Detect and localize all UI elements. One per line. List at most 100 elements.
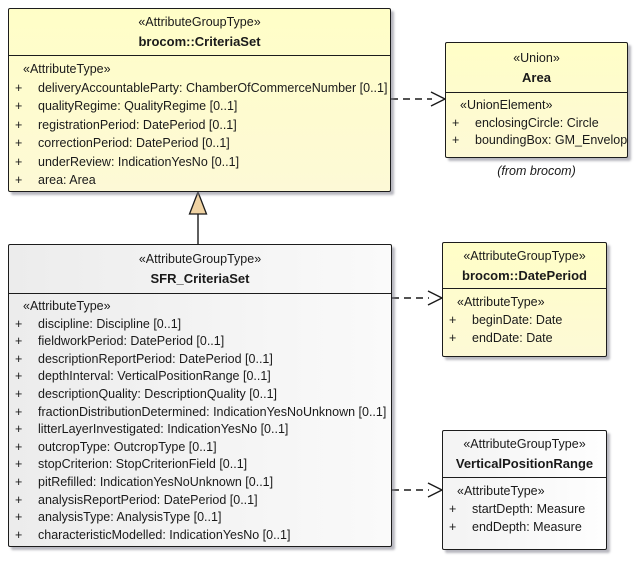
attribute-text: descriptionQuality: DescriptionQuality [… [38,386,277,401]
class-header: «AttributeGroupType» VerticalPositionRan… [443,431,606,478]
dependency-sfr-to-verticalpositionrange[interactable] [392,482,444,498]
attribute-row[interactable]: + stopCriterion: StopCriterionField [0..… [9,456,391,474]
visibility-plus: + [15,334,23,349]
attribute-text: characteristicModelled: IndicationYesNo … [38,527,291,542]
class-header: «AttributeGroupType» brocom::CriteriaSet [9,9,390,56]
class-name: brocom::CriteriaSet [138,34,261,49]
visibility-plus: + [15,439,23,454]
class-box-brocom-criteriaset[interactable]: «AttributeGroupType» brocom::CriteriaSet… [8,8,391,192]
class-box-verticalpositionrange[interactable]: «AttributeGroupType» VerticalPositionRan… [442,430,607,550]
attribute-row[interactable]: + area: Area [9,171,390,190]
generalization-sfr-to-criteriaset[interactable] [188,190,208,244]
attribute-row[interactable]: + pitRefilled: IndicationYesNoUnknown [0… [9,474,391,492]
attribute-row[interactable]: + characteristicModelled: IndicationYesN… [9,527,391,545]
attribute-text: pitRefilled: IndicationYesNoUnknown [0..… [38,474,274,489]
class-header: «AttributeGroupType» SFR_CriteriaSet [9,245,391,294]
attributes-compartment: «AttributeType» + deliveryAccountablePar… [9,56,390,190]
attribute-row[interactable]: + endDepth: Measure [443,518,606,536]
attribute-text: analysisReportPeriod: DatePeriod [0..1] [38,492,258,507]
class-header: «Union» Area [446,43,627,93]
visibility-plus: + [15,136,23,150]
attribute-text: qualityRegime: QualityRegime [0..1] [38,99,238,113]
attributes-compartment: «AttributeType» + beginDate: Date + endD… [443,289,606,347]
attribute-row[interactable]: + outcropType: OutcropType [0..1] [9,439,391,457]
attribute-text: litterLayerInvestigated: IndicationYesNo… [38,422,289,437]
class-name: SFR_CriteriaSet [150,271,250,286]
attribute-row[interactable]: + qualityRegime: QualityRegime [0..1] [9,97,390,116]
attribute-text: descriptionReportPeriod: DatePeriod [0..… [38,351,273,366]
visibility-plus: + [449,520,457,534]
attribute-text: discipline: Discipline [0..1] [38,316,182,331]
attribute-row[interactable]: + fractionDistributionDetermined: Indica… [9,404,391,422]
visibility-plus: + [15,351,23,366]
attribute-text: area: Area [38,173,96,187]
attribute-row[interactable]: + discipline: Discipline [0..1] [9,316,391,334]
attribute-text: analysisType: AnalysisType [0..1] [38,510,222,525]
attribute-row[interactable]: + registrationPeriod: DatePeriod [0..1] [9,116,390,135]
class-box-brocom-dateperiod[interactable]: «AttributeGroupType» brocom::DatePeriod … [442,242,607,357]
visibility-plus: + [452,115,460,130]
visibility-plus: + [15,474,23,489]
attribute-text: depthInterval: VerticalPositionRange [0.… [38,369,271,384]
attribute-text: enclosingCircle: Circle [475,115,599,130]
attribute-row[interactable]: + litterLayerInvestigated: IndicationYes… [9,421,391,439]
class-name: VerticalPositionRange [455,456,594,471]
dependency-sfr-to-dateperiod[interactable] [392,290,444,306]
attribute-section-label: «AttributeType» [457,295,545,309]
attribute-text: endDate: Date [472,331,553,345]
class-box-area-union[interactable]: «Union» Area «UnionElement» + enclosingC… [445,42,628,158]
visibility-plus: + [15,117,23,132]
attribute-row[interactable]: + beginDate: Date [443,311,606,329]
attribute-row[interactable]: + descriptionReportPeriod: DatePeriod [0… [9,351,391,369]
attributes-compartment: «UnionElement» + enclosingCircle: Circle… [446,93,627,150]
attribute-text: endDepth: Measure [472,520,582,534]
attributes-compartment: «AttributeType» + discipline: Discipline… [9,294,391,544]
visibility-plus: + [15,386,23,401]
visibility-plus: + [15,369,23,384]
visibility-plus: + [15,404,23,419]
attribute-text: beginDate: Date [472,313,563,327]
dependency-criteriaset-to-area[interactable] [391,91,447,107]
class-stereotype: «AttributeGroupType» [463,249,586,263]
class-box-sfr-criteriaset[interactable]: «AttributeGroupType» SFR_CriteriaSet «At… [8,244,392,547]
attribute-row[interactable]: + boundingBox: GM_Envelope [446,132,627,150]
attribute-row[interactable]: + fieldworkPeriod: DatePeriod [0..1] [9,333,391,351]
class-stereotype: «AttributeGroupType» [463,437,586,451]
attribute-row[interactable]: + descriptionQuality: DescriptionQuality… [9,386,391,404]
visibility-plus: + [15,173,23,187]
class-name: Area [522,70,551,85]
visibility-plus: + [452,133,460,147]
attribute-row[interactable]: + deliveryAccountableParty: ChamberOfCom… [9,79,390,98]
attribute-row[interactable]: + correctionPeriod: DatePeriod [0..1] [9,134,390,153]
visibility-plus: + [449,502,457,516]
class-stereotype: «AttributeGroupType» [138,252,262,266]
attributes-compartment: «AttributeType» + startDepth: Measure + … [443,478,606,536]
attribute-text: outcropType: OutcropType [0..1] [38,439,217,454]
class-stereotype: «AttributeGroupType» [138,15,261,29]
class-header: «AttributeGroupType» brocom::DatePeriod [443,243,606,289]
attribute-row[interactable]: + startDepth: Measure [443,500,606,518]
attribute-section-label: «UnionElement» [460,98,553,112]
attribute-row[interactable]: + underReview: IndicationYesNo [0..1] [9,153,390,172]
visibility-plus: + [15,510,23,525]
class-stereotype: «Union» [513,51,560,65]
attribute-row[interactable]: + enclosingCircle: Circle [446,115,627,133]
attribute-row[interactable]: + endDate: Date [443,329,606,347]
attribute-text: fieldworkPeriod: DatePeriod [0..1] [38,334,225,349]
attribute-text: registrationPeriod: DatePeriod [0..1] [38,117,237,132]
visibility-plus: + [15,527,23,542]
attribute-text: fractionDistributionDetermined: Indicati… [38,404,387,419]
attribute-row[interactable]: + analysisReportPeriod: DatePeriod [0..1… [9,492,391,510]
attribute-section-label: «AttributeType» [457,484,545,498]
visibility-plus: + [15,457,23,472]
visibility-plus: + [15,80,23,95]
visibility-plus: + [15,422,23,437]
visibility-plus: + [15,492,23,507]
attribute-row[interactable]: + depthInterval: VerticalPositionRange [… [9,368,391,386]
attribute-text: deliveryAccountableParty: ChamberOfComme… [38,80,388,95]
attribute-row[interactable]: + analysisType: AnalysisType [0..1] [9,509,391,527]
visibility-plus: + [15,154,23,169]
attribute-text: stopCriterion: StopCriterionField [0..1] [38,457,248,472]
attribute-text: boundingBox: GM_Envelope [475,133,627,147]
